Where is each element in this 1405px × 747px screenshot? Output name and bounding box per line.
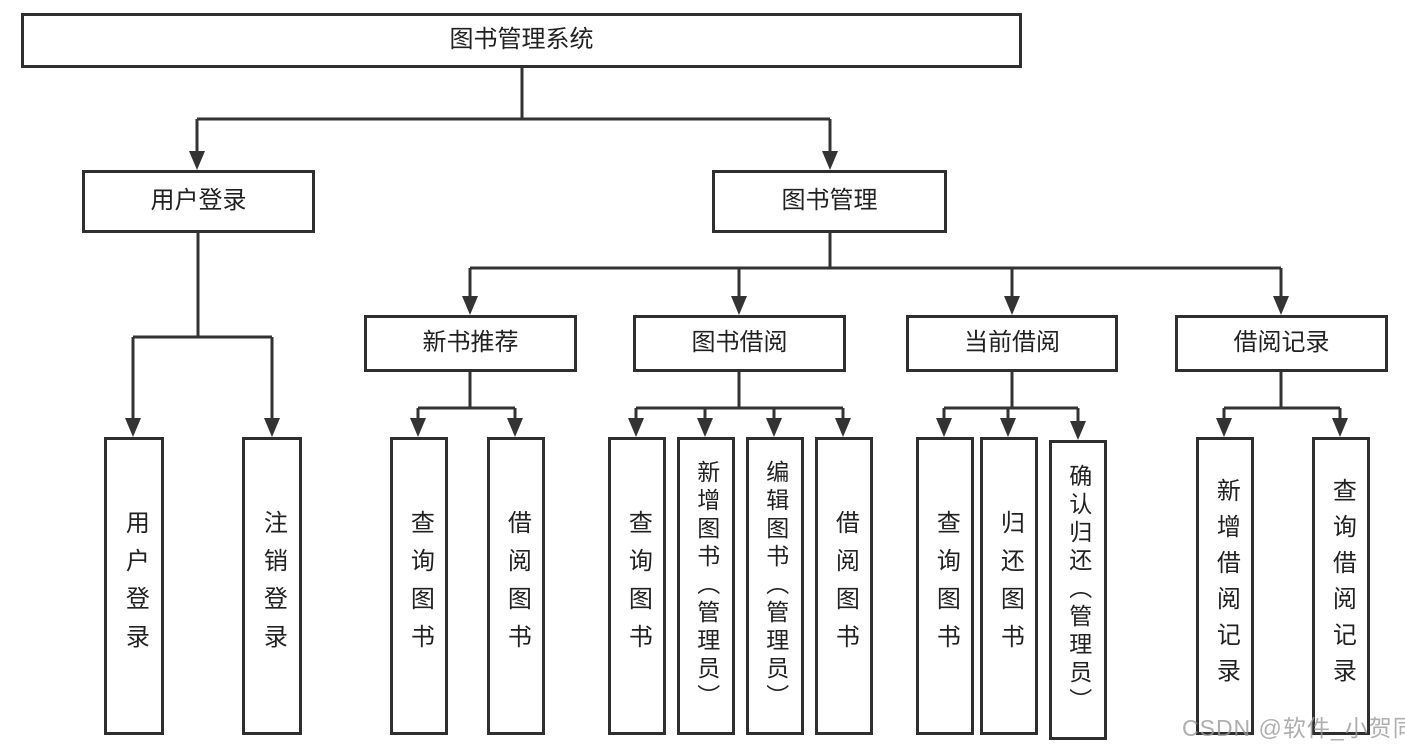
arrowhead: [125, 418, 141, 437]
leaf-label: 用户登录: [121, 510, 149, 662]
arrowhead: [1332, 418, 1348, 437]
arrowhead: [822, 151, 838, 170]
connector-root-to-level2: [195, 68, 832, 153]
arrowhead: [1004, 296, 1020, 315]
leaf-label: 注销登录: [259, 510, 287, 662]
arrowhead: [628, 418, 644, 437]
node-new-book-recommendation: 新书推荐: [364, 315, 577, 372]
leaf-label: 确认归还（管理员）: [1065, 464, 1092, 716]
leaf-add-books-admin: 新增图书（管理员）: [677, 437, 735, 735]
leaf-logout: 注销登录: [242, 437, 302, 735]
connector-borrow-record-branch: [1222, 372, 1342, 420]
leaf-label: 新增图书（管理员）: [693, 460, 720, 712]
connector-current-borrow-branch: [942, 372, 1080, 423]
leaf-label: 归还图书: [996, 510, 1024, 662]
arrowhead: [936, 418, 952, 437]
arrowhead: [1000, 418, 1016, 437]
leaf-confirm-return-admin: 确认归还（管理员）: [1049, 440, 1107, 740]
arrowhead: [1070, 421, 1086, 440]
leaf-user-login: 用户登录: [104, 437, 164, 735]
leaf-label: 借阅图书: [831, 510, 859, 662]
arrowhead: [189, 151, 205, 170]
arrowhead: [507, 418, 523, 437]
leaf-query-books-3: 查询图书: [916, 437, 974, 735]
leaf-edit-books-admin: 编辑图书（管理员）: [746, 437, 804, 735]
arrowhead: [835, 418, 851, 437]
connector-book-borrow-branch: [634, 372, 845, 420]
node-library-management-system: 图书管理系统: [21, 13, 1022, 68]
leaf-label: 新增借阅记录: [1212, 478, 1240, 694]
leaf-label: 查询图书: [406, 510, 434, 662]
arrowhead: [1216, 418, 1232, 437]
arrowhead: [462, 296, 478, 315]
arrowhead: [766, 418, 782, 437]
leaf-query-books-1: 查询图书: [390, 437, 448, 735]
node-book-borrowing: 图书借阅: [633, 315, 846, 372]
leaf-label: 查询图书: [624, 510, 652, 662]
node-current-borrowing: 当前借阅: [906, 315, 1118, 372]
arrowhead: [697, 418, 713, 437]
arrowhead: [1273, 296, 1289, 315]
connector-user-login-branch: [131, 233, 274, 420]
node-book-management: 图书管理: [712, 170, 947, 233]
leaf-borrow-books-1: 借阅图书: [487, 437, 545, 735]
connector-new-book-branch: [416, 372, 517, 420]
arrowhead: [264, 418, 280, 437]
arrowhead: [731, 296, 747, 315]
leaf-label: 借阅图书: [503, 510, 531, 662]
watermark: CSDN @软件_小贺同学: [1182, 715, 1405, 741]
arrowheads: [125, 151, 1348, 440]
arrowhead: [410, 418, 426, 437]
connector-book-management-branch: [468, 233, 1283, 298]
leaf-borrow-books-2: 借阅图书: [815, 437, 873, 735]
leaf-query-borrow-record: 查询借阅记录: [1312, 437, 1370, 735]
leaf-label: 查询借阅记录: [1328, 478, 1356, 694]
leaf-label: 编辑图书（管理员）: [762, 460, 789, 712]
leaf-add-borrow-record: 新增借阅记录: [1196, 437, 1254, 735]
leaf-return-books: 归还图书: [980, 437, 1038, 735]
node-user-login: 用户登录: [82, 170, 315, 233]
leaf-label: 查询图书: [932, 510, 960, 662]
node-borrowing-records: 借阅记录: [1175, 315, 1388, 372]
leaf-query-books-2: 查询图书: [608, 437, 666, 735]
